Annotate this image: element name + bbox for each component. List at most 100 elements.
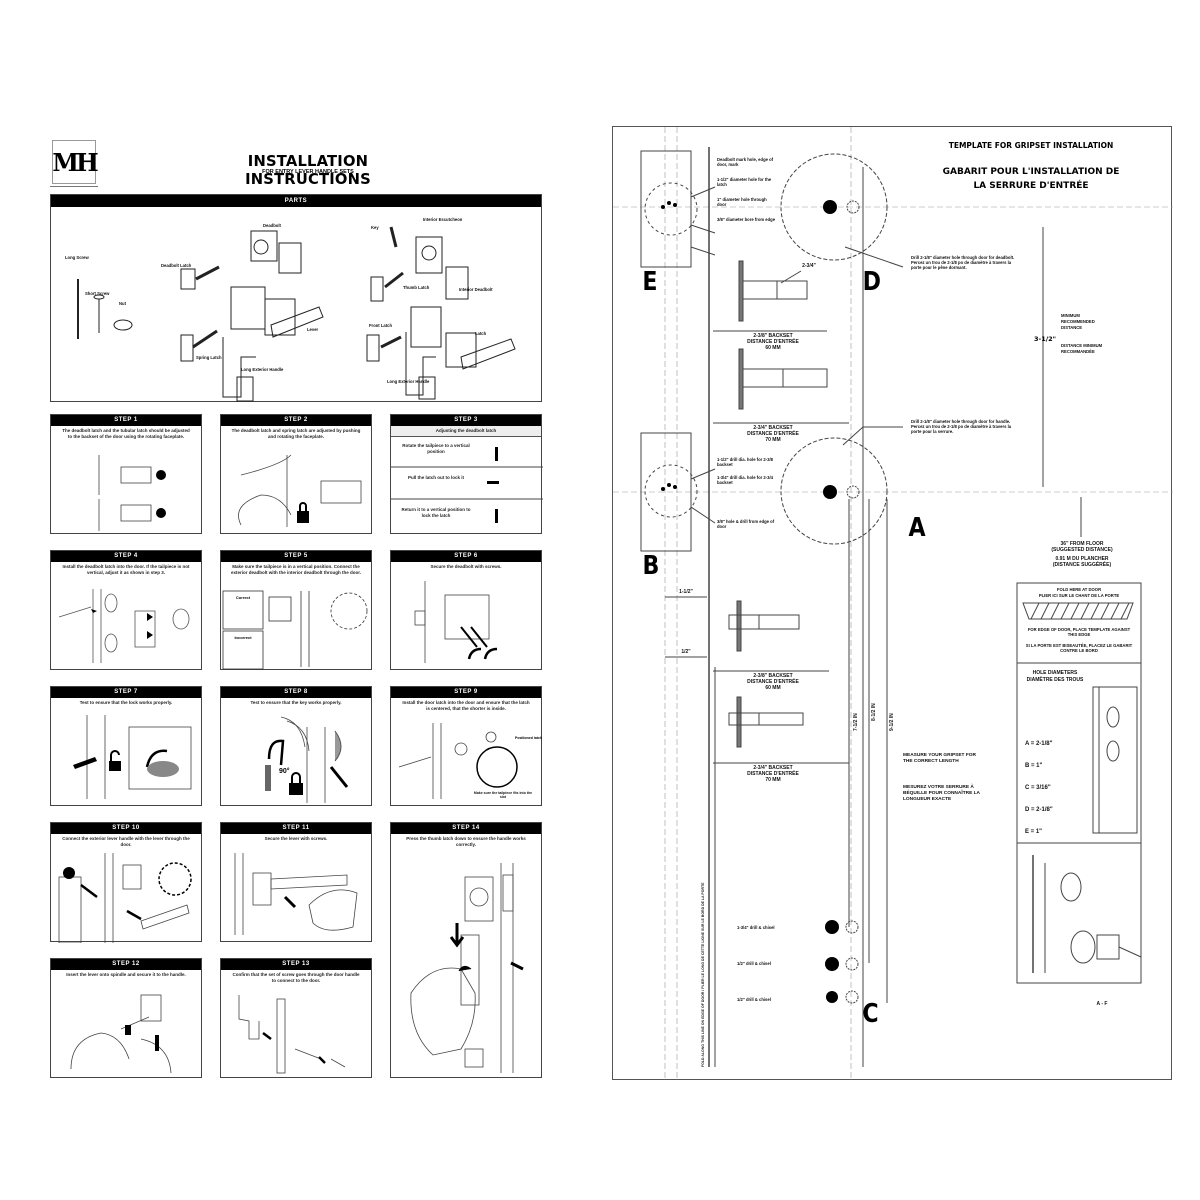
step-10-card: STEP 10 Connect the exterior lever handl…: [50, 822, 202, 943]
parts-panel: PARTS: [50, 194, 542, 402]
note-a-hole: Drill 2-1/8" diameter hole through door …: [911, 419, 1012, 434]
step-9-callout-positioned: Positioned latch: [515, 736, 542, 740]
step-9-text: Install the door latch into the door and…: [402, 700, 530, 711]
step-12-text: Insert the lever onto spindle and secure…: [66, 972, 186, 977]
edge-dim-2: 1/2": [681, 649, 691, 655]
part-label-lever: Lever: [307, 327, 319, 332]
fold-box-header-en: FOLD HERE AT DOOR: [1056, 587, 1102, 592]
hole-diameters-header-en: HOLE DIAMETERS: [1032, 670, 1078, 676]
step-13-text: Confirm that the set of screw goes throu…: [232, 972, 360, 983]
brand-logo: MH: [52, 140, 99, 184]
backset-1-mm: 60 MM: [765, 345, 781, 351]
step-2-title: STEP 2: [221, 415, 371, 426]
step-13-illustration: [238, 995, 346, 1074]
step-3-subheader: Adjusting the deadbolt latch: [391, 426, 541, 437]
part-label-short-screw: Short Screw: [85, 291, 110, 296]
step-10-illustration: [58, 853, 192, 943]
note-b-2: 1-3/4" drill dia. hole for 2-3/4 backset: [717, 475, 773, 485]
hole-diameter-a: A = 2-1/8": [1025, 741, 1053, 747]
vertical-dim-2: 8-1/2 IN: [871, 703, 877, 721]
backset-1-value: 2-3/8" BACKSET: [753, 333, 793, 339]
figure-caption: A - F: [1096, 1001, 1108, 1007]
step-2-card: STEP 2 The deadbolt latch and spring lat…: [220, 414, 372, 534]
hole-a-outline: [780, 437, 888, 545]
center-distance-label-1: MINIMUM: [1061, 313, 1080, 318]
part-label-long-screw: Long Screw: [65, 255, 89, 260]
step-4-illustration: [58, 589, 190, 663]
step-7-card: STEP 7 Test to ensure that the lock work…: [50, 686, 202, 806]
page-title: INSTALLATION INSTRUCTIONS: [245, 152, 371, 188]
step-11-card: STEP 11 Secure the lever with screws.: [220, 822, 372, 942]
letter-c: C: [862, 999, 879, 1029]
step-4-text: Install the deadbolt latch into the door…: [62, 564, 190, 575]
step-6-title: STEP 6: [391, 551, 541, 562]
step-9-illustration: Positioned latch: [398, 723, 542, 799]
backset-2-value: 2-3/4" BACKSET: [753, 425, 793, 431]
edge-template-b: [640, 432, 692, 552]
step-3-illustration: [391, 447, 543, 523]
parts-exploded-diagram: [77, 226, 516, 402]
part-label-nut: Nut: [119, 301, 126, 306]
letter-d: D: [862, 267, 881, 297]
step-3-row-2: Pull the latch out to lock it: [407, 475, 464, 480]
note-c-1: 1-3/4" drill & chisel: [737, 925, 775, 930]
step-9-card: STEP 9 Install the door latch into the d…: [390, 686, 542, 806]
floor-label-3: 0.91 M DU PLANCHER: [1055, 556, 1109, 562]
svg-text:90°: 90°: [279, 767, 290, 775]
step-12-title: STEP 12: [51, 959, 201, 970]
guide-lines: [613, 127, 1173, 1081]
step-1-title: STEP 1: [51, 415, 201, 426]
center-distance-label-2: RECOMMENDED: [1061, 319, 1095, 324]
step-7-title: STEP 7: [51, 687, 201, 698]
step-10-text: Connect the exterior lever handle with t…: [62, 836, 190, 847]
note-b-3: 3/8" hole & drill from edge of door: [717, 519, 775, 529]
step-14-illustration: [410, 863, 524, 1073]
template-title-en: TEMPLATE FOR GRIPSET INSTALLATION: [948, 141, 1114, 150]
step-1-card: STEP 1 The deadbolt latch and the tubula…: [50, 414, 202, 534]
part-label-front-latch: Front Latch: [369, 323, 393, 328]
step-14-card: STEP 14 Press the thumb latch down to en…: [390, 822, 542, 1078]
step-11-illustration: [234, 853, 358, 935]
fold-instructions-box: [1016, 582, 1142, 844]
step-3-row-3: Return it to a vertical position to lock…: [401, 507, 471, 518]
step-5-text: Make sure the tailpiece is in a vertical…: [231, 564, 362, 575]
measure-note-en: MEASURE YOUR GRIPSET FOR THE CORRECT LEN…: [903, 753, 976, 764]
vertical-dim-3: 9-1/2 IN: [889, 713, 895, 731]
part-label-spring-latch: Spring Latch: [196, 355, 222, 360]
backset-3-mm: 60 MM: [765, 685, 781, 691]
note-e-3: 1" diameter hole through door: [717, 197, 767, 207]
step-7-illustration: [73, 715, 192, 799]
fold-box-header-fr: PLIER ICI SUR LE CHANT DE LA PORTE: [1038, 593, 1120, 598]
part-label-long-exterior-handle: Long Exterior Handle: [241, 367, 284, 372]
backset-2-mm: 70 MM: [765, 437, 781, 443]
edge-dim-1: 1-1/2": [679, 589, 693, 595]
step-8-text: Test to ensure that the key works proper…: [250, 700, 342, 705]
unlock-icon: [109, 761, 121, 771]
step-8-illustration: 90°: [265, 716, 349, 803]
step-10-title: STEP 10: [51, 823, 201, 834]
backset-1-fr: DISTANCE D'ENTRÉE: [747, 339, 799, 345]
step-5-inset-incorrect: Incorrect: [234, 635, 252, 640]
step-4-title: STEP 4: [51, 551, 201, 562]
note-e-2: 1-1/2" diameter hole for the latch: [717, 177, 772, 187]
backset-4: 2-3/4" BACKSET DISTANCE D'ENTRÉE 70 MM: [723, 765, 823, 783]
center-distance-label-fr-2: RECOMMANDÉE: [1061, 349, 1095, 354]
part-label-interior-deadbolt: Interior Deadbolt: [459, 287, 493, 292]
instructions-page: MH INSTALLATION INSTRUCTIONS FOR ENTRY L…: [48, 136, 544, 1080]
step-9-title: STEP 9: [391, 687, 541, 698]
step-8-title: STEP 8: [221, 687, 371, 698]
backset-3-value: 2-3/8" BACKSET: [753, 673, 793, 679]
fold-box-text-en: FOR EDGE OF DOOR, PLACE TEMPLATE AGAINST…: [1027, 627, 1131, 637]
part-label-deadbolt-latch: Deadbolt Latch: [161, 263, 192, 268]
step-11-text: Secure the lever with screws.: [264, 836, 328, 841]
backset-2-fr: DISTANCE D'ENTRÉE: [747, 431, 799, 437]
backset-4-fr: DISTANCE D'ENTRÉE: [747, 771, 799, 777]
part-label-long-exterior-handle-2: Long Exterior Handle: [387, 379, 430, 384]
floor-label-4: (DISTANCE SUGGÉRÉE): [1052, 562, 1112, 568]
backset-3-fr: DISTANCE D'ENTRÉE: [747, 679, 799, 685]
letter-e: E: [642, 267, 658, 297]
backset-1: 2-3/8" BACKSET DISTANCE D'ENTRÉE 60 MM: [723, 333, 823, 351]
part-label-thumb-latch: Thumb Latch: [403, 285, 430, 290]
lock-icon: [289, 783, 303, 795]
backset-2: 2-3/4" BACKSET DISTANCE D'ENTRÉE 70 MM: [723, 425, 823, 443]
